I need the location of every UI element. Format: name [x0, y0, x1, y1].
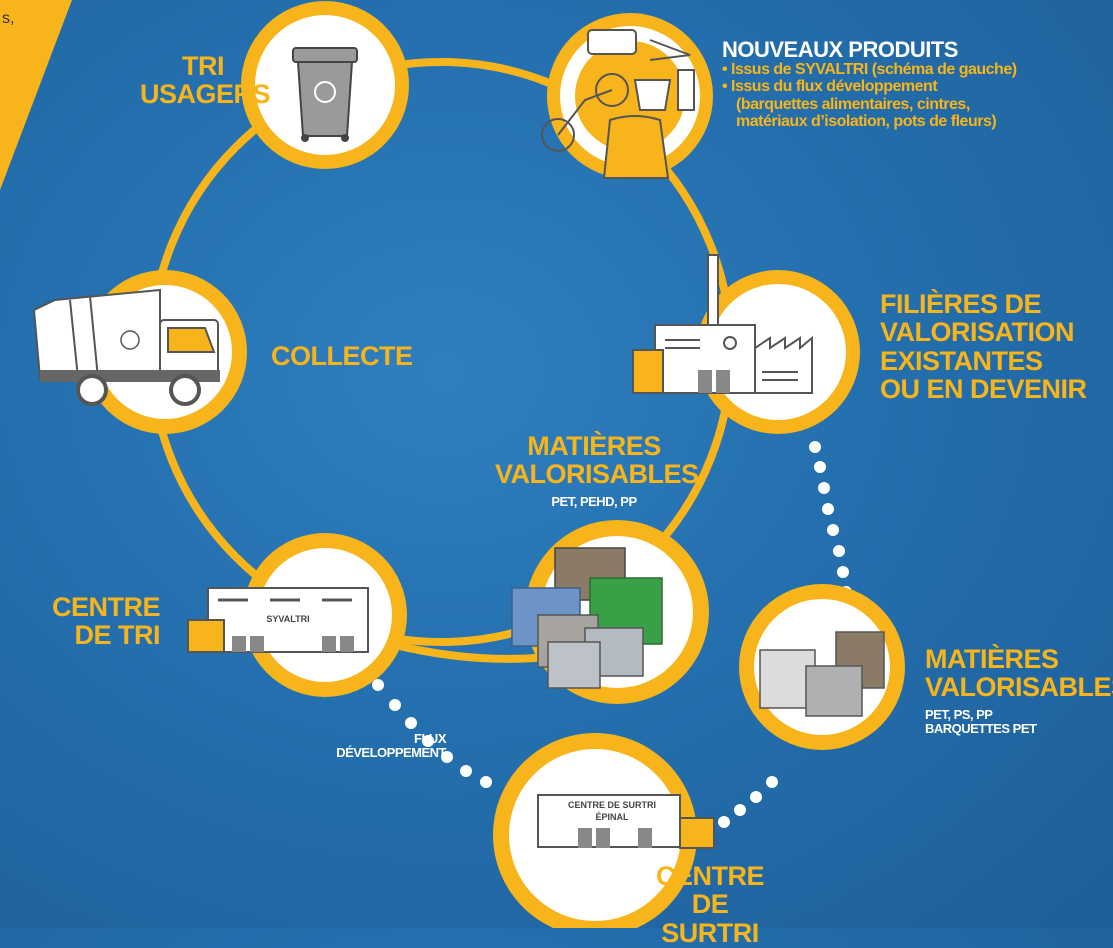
tri-usagers-line1: TRI: [182, 51, 225, 81]
matieres-2-label: MATIÈRES VALORISABLES PET, PS, PP BARQUE…: [925, 645, 1113, 736]
factory-icon: [632, 254, 813, 394]
surtri-building-icon: [537, 794, 715, 849]
nouveaux-produits-item2: • Issus du flux développement: [722, 78, 938, 96]
flux-line1: FLUX: [414, 731, 446, 746]
node-matieres-valorisables-1: [511, 520, 709, 704]
node-matieres-valorisables-2: [739, 584, 905, 750]
corner-accent: [0, 0, 72, 190]
centre-surtri-line1: CENTRE: [655, 861, 765, 891]
centre-tri-line2: DE TRI: [74, 620, 160, 651]
nouveaux-produits-label: NOUVEAUX PRODUITS • Issus de SYVALTRI (s…: [722, 38, 1110, 130]
node-nouveaux-produits: [541, 13, 713, 179]
node-centre-de-surtri: CENTRE DE SURTRI ÉPINAL: [493, 733, 715, 928]
matieres-2-line2: VALORISABLES: [925, 672, 1113, 703]
flux-line2: DÉVELOPPEMENT: [336, 745, 446, 761]
filieres-line2: VALORISATION: [880, 317, 1074, 348]
matieres-1-sub: PET, PEHD, PP: [551, 493, 637, 509]
node-tri-usagers: [241, 1, 409, 169]
nouveaux-produits-item3: (barquettes alimentaires, cintres,: [736, 95, 970, 113]
node-filieres: [632, 254, 860, 434]
corner-text: s,: [2, 10, 15, 27]
flux-dotted-path-right: [703, 441, 852, 836]
surtri-building-label: CENTRE DE SURTRI: [568, 800, 656, 810]
filieres-line4: OU EN DEVENIR: [880, 374, 1087, 405]
matieres-2-sub1: PET, PS, PP: [925, 706, 993, 722]
centre-tri-line1: CENTRE: [51, 592, 161, 622]
recycling-bin-icon: [292, 47, 358, 142]
tri-usagers-label: TRI USAGERS: [140, 51, 271, 110]
matieres-1-line2: VALORISABLES: [495, 459, 699, 490]
plastic-bales-icon: [511, 547, 663, 689]
centre-tri-label: CENTRE DE TRI: [40, 592, 161, 651]
collecte-label: COLLECTE: [271, 341, 413, 371]
filieres-line1: FILIÈRES DE: [880, 289, 1042, 319]
recycled-products-icon: [541, 29, 695, 179]
tri-usagers-line2: USAGERS: [140, 79, 271, 110]
nouveaux-produits-item1: • Issus de SYVALTRI (schéma de gauche): [722, 61, 1017, 79]
filieres-label: FILIÈRES DE VALORISATION EXISTANTES OU E…: [880, 289, 1087, 405]
filieres-line3: EXISTANTES: [880, 345, 1043, 376]
flux-dotted-path-left: [372, 679, 492, 788]
plastic-bales-icon: [759, 631, 885, 717]
matieres-1-line1: MATIÈRES: [527, 431, 661, 461]
node-centre-de-tri: SYVALTRI: [187, 533, 407, 697]
sorting-center-building-icon: [187, 587, 369, 653]
nouveaux-produits-title: NOUVEAUX PRODUITS: [722, 37, 958, 62]
garbage-truck-icon: [32, 288, 220, 406]
matieres-2-sub2: BARQUETTES PET: [925, 720, 1037, 736]
matieres-1-label: MATIÈRES VALORISABLES PET, PEHD, PP: [495, 431, 699, 509]
centre-surtri-line2: DE SURTRI: [661, 889, 759, 948]
recycling-cycle-diagram: SYVALTRI: [0, 0, 905, 928]
syvaltri-building-label: SYVALTRI: [266, 614, 309, 624]
nouveaux-produits-item4: matériaux d’isolation, pots de fleurs): [736, 112, 997, 130]
centre-surtri-label: CENTRE DE SURTRI: [640, 862, 780, 947]
surtri-building-city: ÉPINAL: [595, 812, 629, 822]
flux-developpement-label: FLUX DÉVELOPPEMENT: [300, 731, 446, 761]
node-collecte: [32, 270, 247, 434]
matieres-2-line1: MATIÈRES: [925, 644, 1059, 674]
